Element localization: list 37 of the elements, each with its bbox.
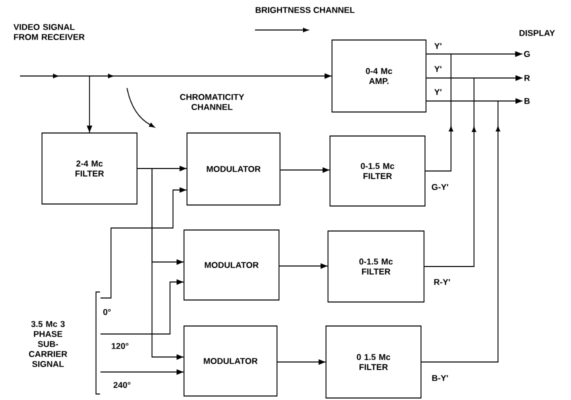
arrow (279, 263, 328, 269)
edge-label: G-Y' (430, 183, 450, 191)
edge-label: B-Y' (430, 374, 450, 382)
block-box: MODULATOR (184, 326, 278, 396)
text-label: BRIGHTNESS CHANNEL (256, 7, 355, 13)
edge-label: Y' (433, 65, 443, 73)
edge-label: Y' (433, 88, 443, 96)
block-box: 0-1.5 Mc FILTER (328, 230, 424, 302)
arrow (424, 75, 523, 267)
block-box: 2-4 Mc FILTER (42, 132, 138, 204)
arrow (421, 98, 523, 362)
arrow (280, 167, 330, 173)
text-label: 240° (114, 382, 130, 388)
arrow (100, 369, 184, 375)
signal-label: R (524, 75, 530, 81)
block-box: MODULATOR (186, 132, 280, 206)
text-label: 120° (112, 343, 128, 349)
arrow (86, 76, 92, 133)
block-box: MODULATOR (184, 230, 280, 300)
text-label: CHROMATICITY CHANNEL (180, 94, 244, 110)
block-box: 0-4 Mc AMP. (332, 40, 426, 112)
edge-label: R-Y' (432, 278, 452, 286)
block-box: 0 1.5 Mc FILTER (326, 326, 422, 398)
arrow (137, 168, 184, 360)
arrow (20, 73, 332, 79)
text-label: DISPLAY (520, 30, 555, 36)
arrow (100, 279, 184, 334)
arrow (277, 359, 326, 365)
block-box: 0-1.5 Mc FILTER (330, 136, 426, 206)
signal-label: G (524, 51, 530, 57)
signal-label: B (524, 98, 530, 104)
text-label: 0° (103, 309, 111, 315)
arrow (100, 187, 187, 298)
signal-label: 3.5 Mc 3 PHASE SUB-CARRIER SIGNAL (28, 321, 68, 367)
arrow (425, 51, 523, 172)
text-label: VIDEO SIGNAL FROM RECEIVER (14, 24, 85, 40)
edge-label: Y' (433, 42, 443, 50)
